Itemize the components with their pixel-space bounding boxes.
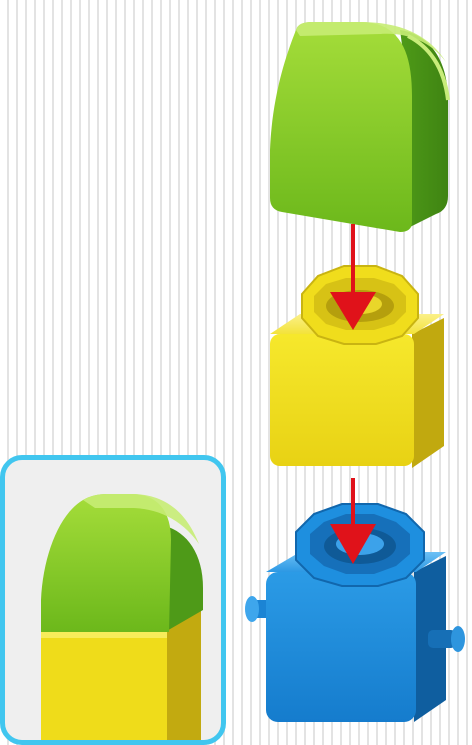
assembled-green-cap xyxy=(41,494,203,632)
green-cap-block xyxy=(270,22,448,232)
assembled-stack xyxy=(5,460,226,745)
assembled-result-inset xyxy=(0,455,226,745)
